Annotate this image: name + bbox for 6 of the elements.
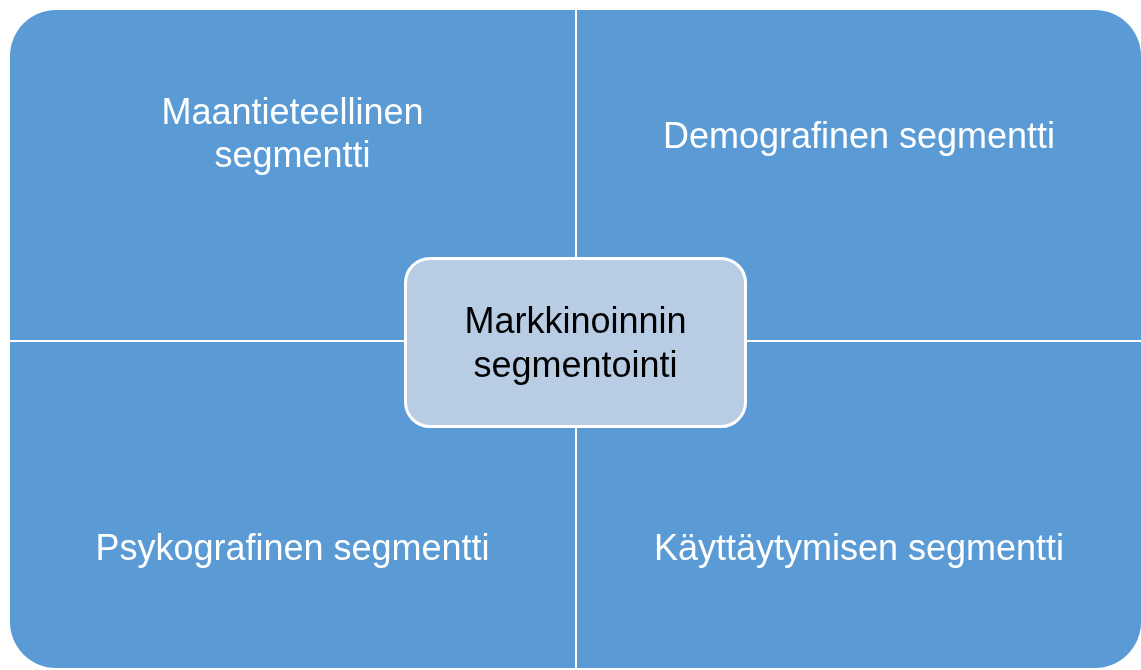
- segment-label: Käyttäytymisen segmentti: [653, 526, 1065, 570]
- segment-label: Maantieteellinen segmentti: [160, 90, 425, 177]
- center-box: [404, 257, 747, 428]
- segment-label: Markkinoinnin segmentointi: [463, 299, 688, 386]
- segment-label: Psykografinen segmentti: [95, 526, 490, 570]
- segment-label: Demografinen segmentti: [662, 114, 1056, 158]
